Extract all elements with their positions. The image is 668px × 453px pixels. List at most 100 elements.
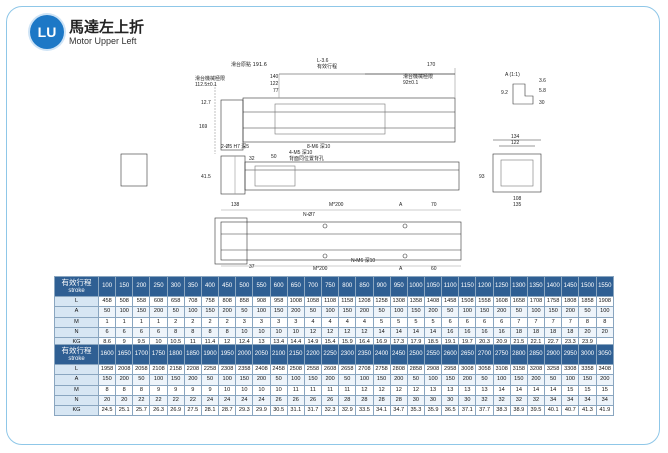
table-cell: 50 bbox=[406, 374, 425, 386]
table-cell: 15 bbox=[561, 384, 580, 396]
table-cell: 13 bbox=[458, 384, 477, 396]
table-cell: 12 bbox=[372, 384, 391, 396]
stroke-value: 100 bbox=[97, 276, 117, 297]
table-cell: 2808 bbox=[389, 363, 408, 376]
table-cell: 32.3 bbox=[321, 405, 340, 417]
table-cell: 22 bbox=[166, 394, 185, 407]
table-cell: 200 bbox=[218, 306, 237, 318]
stroke-value: 150 bbox=[115, 276, 134, 297]
table-cell: 10 bbox=[235, 384, 254, 396]
table-cell: 2208 bbox=[183, 363, 202, 376]
table-cell: 32.9 bbox=[338, 405, 357, 417]
table-cell: 14 bbox=[389, 326, 408, 339]
table-cell: 8 bbox=[115, 384, 134, 396]
dim-30: 30 bbox=[539, 100, 545, 106]
dim-134: 134 bbox=[511, 134, 520, 140]
stroke-value: 500 bbox=[235, 276, 254, 297]
stroke-value: 2800 bbox=[509, 344, 528, 365]
table-cell: 8 bbox=[97, 384, 117, 396]
table-cell: 6 bbox=[458, 316, 477, 328]
table-cell: 9 bbox=[166, 384, 185, 396]
stroke-value: 800 bbox=[338, 276, 357, 297]
table-cell: 8 bbox=[595, 316, 615, 328]
table-cell: 32 bbox=[526, 394, 546, 407]
table-cell: 2908 bbox=[423, 363, 443, 376]
table-cell: 100 bbox=[286, 374, 305, 386]
table-cell: 10 bbox=[269, 384, 288, 396]
dim-108: 108 bbox=[513, 196, 522, 202]
table-cell: 14 bbox=[406, 326, 425, 339]
table-cell: 3 bbox=[269, 316, 288, 328]
table-cell: 50 bbox=[372, 306, 391, 318]
table-cell: 3158 bbox=[509, 363, 528, 376]
label-holes-back: 背面同位置背孔 bbox=[289, 155, 324, 162]
stroke-value: 2950 bbox=[561, 344, 580, 365]
table-cell: 41.9 bbox=[595, 405, 615, 417]
table-cell: 36.5 bbox=[441, 405, 460, 417]
table-cell: 2608 bbox=[321, 363, 340, 376]
table-cell: 1408 bbox=[423, 295, 443, 308]
stroke-value: 2100 bbox=[269, 344, 288, 365]
stroke-value: 300 bbox=[166, 276, 185, 297]
table-cell: 12 bbox=[321, 326, 340, 339]
table-cell: 100 bbox=[149, 374, 168, 386]
table-cell: 50 bbox=[509, 306, 528, 318]
table-cell: 608 bbox=[149, 295, 168, 308]
table-cell: 14 bbox=[509, 384, 528, 396]
table-cell: 6 bbox=[115, 326, 134, 339]
table-cell: 100 bbox=[526, 306, 546, 318]
table-cell: 26.9 bbox=[166, 405, 185, 417]
table-cell: 50 bbox=[200, 374, 220, 386]
table-cell: 2258 bbox=[200, 363, 220, 376]
table-cell: 6 bbox=[149, 326, 168, 339]
table-cell: 150 bbox=[200, 306, 220, 318]
table-cell: 13 bbox=[423, 384, 443, 396]
table-cell: 37.1 bbox=[458, 405, 477, 417]
table-cell: 1108 bbox=[321, 295, 340, 308]
table-cell: 34 bbox=[561, 394, 580, 407]
table-cell: 10 bbox=[252, 384, 271, 396]
stroke-value: 1250 bbox=[492, 276, 511, 297]
stroke-value: 200 bbox=[132, 276, 151, 297]
stroke-value: 2550 bbox=[423, 344, 443, 365]
table-cell: 2508 bbox=[286, 363, 305, 376]
table-cell: 6 bbox=[441, 316, 460, 328]
label-a-bottom: A bbox=[399, 266, 403, 272]
dim-170: 170 bbox=[427, 62, 436, 68]
table-cell: 100 bbox=[321, 306, 340, 318]
table-cell: 1608 bbox=[492, 295, 511, 308]
table-cell: 18 bbox=[544, 326, 563, 339]
table-cell: 32 bbox=[492, 394, 511, 407]
dim-77: 77 bbox=[273, 88, 279, 94]
table-cell: 5 bbox=[389, 316, 408, 328]
table-cell: 2958 bbox=[441, 363, 460, 376]
stroke-value: 2200 bbox=[303, 344, 323, 365]
table-cell: 28.1 bbox=[200, 405, 220, 417]
table-cell: 4 bbox=[321, 316, 340, 328]
table-cell: 33.5 bbox=[355, 405, 374, 417]
table-cell: 22 bbox=[149, 394, 168, 407]
table-cell: 6 bbox=[132, 326, 151, 339]
motor-side-left bbox=[120, 153, 148, 187]
table-cell: 100 bbox=[389, 306, 408, 318]
table-cell: 29.9 bbox=[252, 405, 271, 417]
table-cell: 2358 bbox=[235, 363, 254, 376]
table-cell: 200 bbox=[423, 306, 443, 318]
table-cell: 15 bbox=[578, 384, 597, 396]
table-cell: 2858 bbox=[406, 363, 425, 376]
end-view-right bbox=[492, 153, 542, 193]
stroke-value: 600 bbox=[269, 276, 288, 297]
table-cell: 3058 bbox=[475, 363, 494, 376]
stroke-value: 2000 bbox=[235, 344, 254, 365]
table-cell: 9 bbox=[200, 384, 220, 396]
stroke-value: 2300 bbox=[338, 344, 357, 365]
table-cell: 50 bbox=[97, 306, 117, 318]
stroke-value: 1900 bbox=[200, 344, 220, 365]
